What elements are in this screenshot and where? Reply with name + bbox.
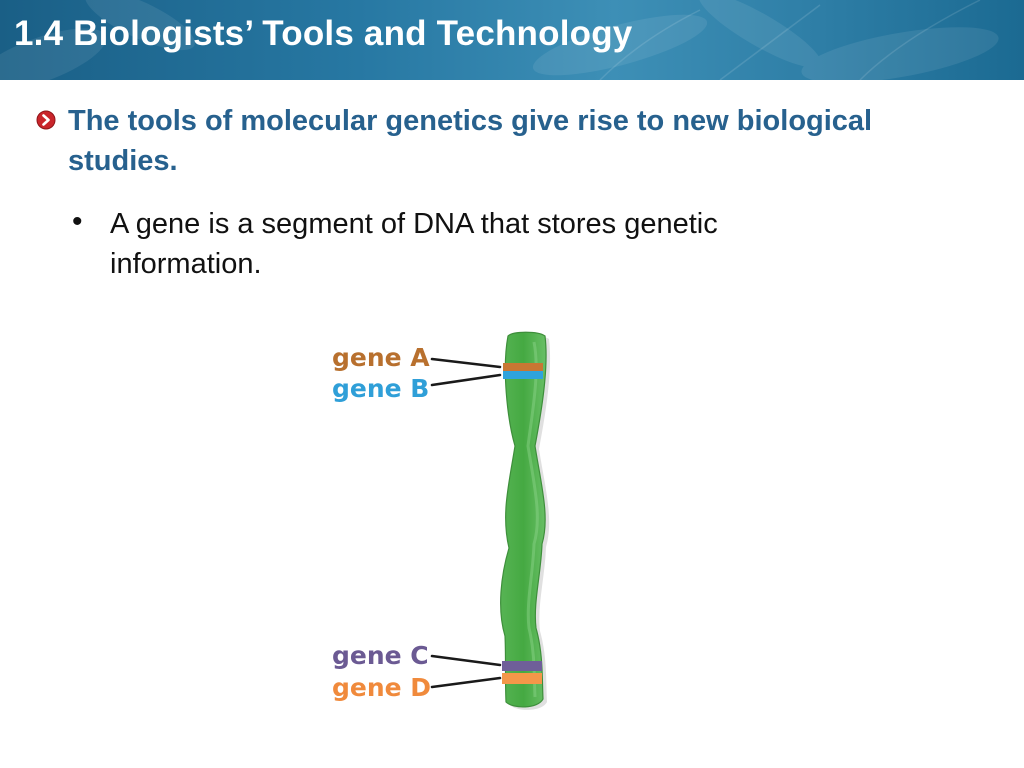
gene-a-pointer-line — [430, 357, 502, 369]
gene-a-label: gene A — [332, 343, 430, 372]
gene-c-pointer-line — [430, 654, 502, 667]
gene-b-band — [503, 371, 543, 379]
bullet-marker: • — [72, 205, 83, 238]
gene-d-label: gene D — [332, 673, 431, 702]
chromosome-figure: gene A gene B gene C gene D — [332, 331, 551, 710]
gene-c-label: gene C — [332, 641, 429, 670]
gene-d-pointer-line — [430, 676, 502, 689]
key-concept-heading: The tools of molecular genetics give ris… — [68, 105, 873, 177]
gene-b-pointer-line — [430, 373, 502, 387]
gene-b-label: gene B — [332, 374, 429, 403]
gene-a-band — [503, 363, 543, 371]
gene-c-band — [502, 661, 542, 671]
header-leaf-texture — [0, 0, 999, 80]
red-chevron-bullet-icon — [36, 110, 56, 130]
slide-header: 1.4 Biologists’ Tools and Technology — [0, 0, 1024, 80]
chromosome-body — [500, 331, 547, 708]
slide-title: 1.4 Biologists’ Tools and Technology — [14, 14, 633, 53]
gene-d-band — [502, 673, 542, 684]
bullet-point-text: A gene is a segment of DNA that stores g… — [110, 208, 718, 280]
